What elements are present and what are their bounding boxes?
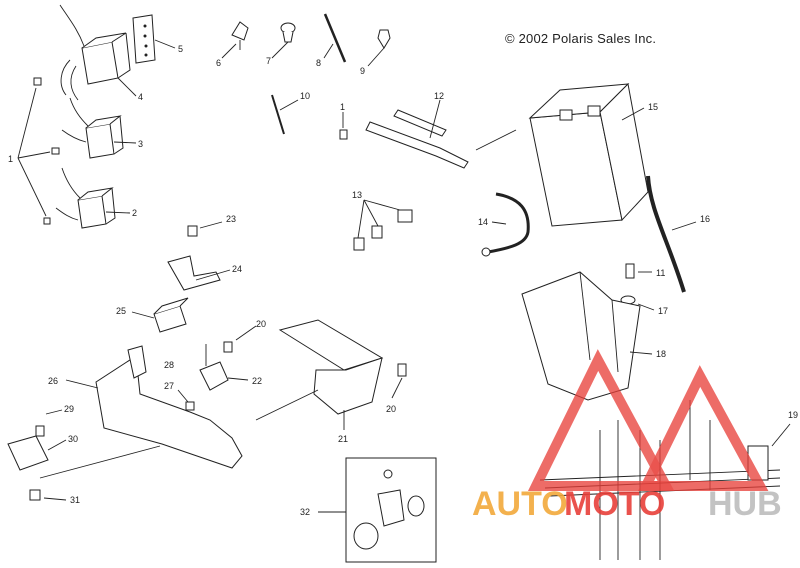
callout-24: 24 <box>232 264 242 274</box>
callout-17: 17 <box>658 306 668 316</box>
part-4-module <box>59 4 137 101</box>
part-16-vent-tube <box>646 175 697 293</box>
watermark-logo: AUTO MOTO HUB <box>472 349 782 523</box>
callout-20-upper: 20 <box>256 319 266 329</box>
part-22-regulator <box>199 344 249 391</box>
part-29-bolt <box>35 409 63 437</box>
part-27-screw <box>177 389 195 411</box>
part-30-coil <box>7 435 161 479</box>
part-20-bolt-upper <box>223 325 257 353</box>
part-1-screw-mid <box>339 112 348 140</box>
part-26-main-bracket <box>65 345 243 469</box>
callout-22: 22 <box>252 376 262 386</box>
callout-6: 6 <box>216 58 221 68</box>
callout-12: 12 <box>434 91 444 101</box>
callout-11: 11 <box>656 268 665 278</box>
callout-1-left: 1 <box>8 154 13 164</box>
callout-32: 32 <box>300 507 310 517</box>
part-24-bracket <box>167 255 231 291</box>
part-23-bolt <box>187 221 223 237</box>
watermark-text-mid: MOTO <box>564 485 665 523</box>
part-13-grommets <box>353 199 413 251</box>
callout-1-mid: 1 <box>340 102 345 112</box>
callout-27: 27 <box>164 381 174 391</box>
callout-10: 10 <box>300 91 310 101</box>
callout-13: 13 <box>352 190 362 200</box>
part-25-relay <box>131 297 189 333</box>
watermark-text-left: AUTO <box>472 485 568 523</box>
callout-30: 30 <box>68 434 78 444</box>
part-10-tie <box>271 94 299 135</box>
callout-25: 25 <box>116 306 126 316</box>
part-3-module <box>61 97 137 159</box>
copyright-notice: © 2002 Polaris Sales Inc. <box>505 31 657 46</box>
part-5-bracket <box>132 14 176 64</box>
part-1-screws <box>17 77 60 225</box>
callout-28: 28 <box>164 360 174 370</box>
callout-14: 14 <box>478 217 488 227</box>
part-20-bolt-lower <box>391 363 407 399</box>
callout-31: 31 <box>70 495 80 505</box>
callout-labels: 1 1 2 3 4 5 6 7 8 9 10 11 12 13 14 15 16… <box>8 44 798 517</box>
part-2-module <box>55 167 131 229</box>
callout-8: 8 <box>316 58 321 68</box>
part-11-bolt <box>625 263 652 279</box>
callout-29: 29 <box>64 404 74 414</box>
callout-4: 4 <box>138 92 143 102</box>
part-12-strap <box>365 99 517 169</box>
callout-26: 26 <box>48 376 58 386</box>
callout-23: 23 <box>226 214 236 224</box>
callout-5: 5 <box>178 44 183 54</box>
callout-16: 16 <box>700 214 710 224</box>
part-14-cable <box>481 192 530 257</box>
part-7-grommet <box>271 22 296 59</box>
callout-18: 18 <box>656 349 666 359</box>
part-31-spacer <box>29 489 67 501</box>
part-18-battery-box <box>521 271 653 401</box>
callout-15: 15 <box>648 102 658 112</box>
part-9-clip <box>367 29 391 67</box>
callout-9: 9 <box>360 66 365 76</box>
watermark-text-right: HUB <box>708 485 782 523</box>
callout-20-lower: 20 <box>386 404 396 414</box>
part-15-battery <box>528 82 649 227</box>
part-21-cover <box>255 319 384 430</box>
callout-21: 21 <box>338 434 348 444</box>
part-6-clip <box>221 21 249 59</box>
part-32-detail-box <box>318 457 437 563</box>
part-8-cable-tie <box>323 13 347 63</box>
callout-19: 19 <box>788 410 798 420</box>
callout-2: 2 <box>132 208 137 218</box>
callout-7: 7 <box>266 56 271 66</box>
callout-3: 3 <box>138 139 143 149</box>
